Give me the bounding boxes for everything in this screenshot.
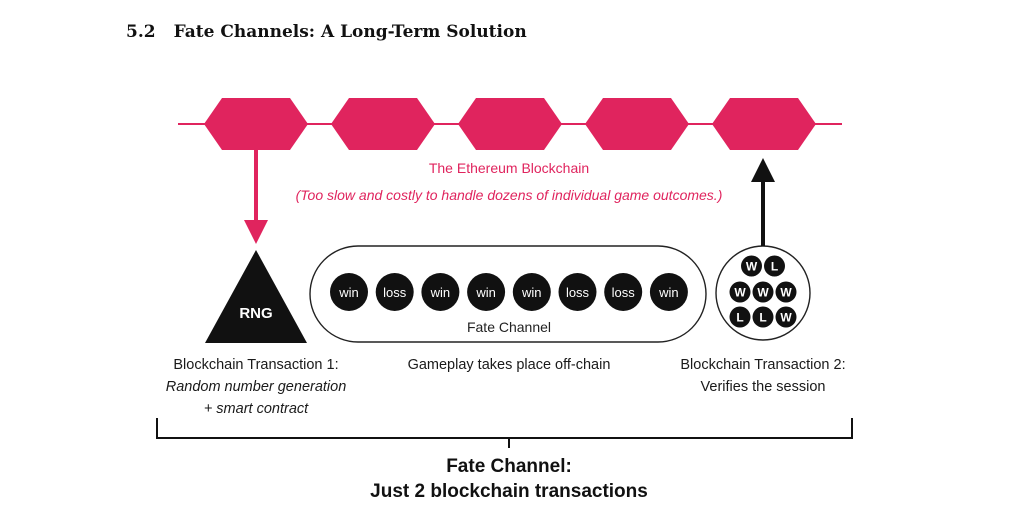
- blockchain-block: [204, 98, 308, 150]
- blockchain-block: [585, 98, 689, 150]
- tx2-title: Blockchain Transaction 2:: [680, 357, 846, 373]
- outcome-label: win: [521, 285, 542, 300]
- offchain-caption: Gameplay takes place off-chain: [407, 357, 611, 373]
- outcome-label: win: [475, 285, 496, 300]
- tx2-caption: Blockchain Transaction 2: Verifies the s…: [643, 354, 883, 398]
- session-dot-label: W: [780, 286, 792, 300]
- blockchain-block: [458, 98, 562, 150]
- outcome-label: loss: [566, 285, 590, 300]
- blockchain-label: The Ethereum Blockchain: [428, 160, 590, 176]
- summary-bracket: [156, 418, 853, 448]
- tx1-caption: Blockchain Transaction 1: Random number …: [136, 354, 376, 420]
- outcome-circle: [421, 273, 460, 311]
- session-dot: [764, 255, 785, 277]
- section-number: 5.2: [126, 22, 156, 42]
- session-dot: [752, 281, 774, 303]
- session-dot: [752, 306, 774, 328]
- session-dot-label: L: [759, 311, 766, 325]
- outcome-circle: [467, 273, 506, 311]
- outcome-circle: [330, 273, 368, 311]
- blockchain-block: [712, 98, 816, 150]
- section-title: Fate Channels: A Long-Term Solution: [173, 22, 527, 42]
- session-dot-label: W: [780, 311, 792, 325]
- summary-line2: Just 2 blockchain transactions: [370, 481, 648, 502]
- session-dot: [775, 281, 797, 303]
- fate-channel-pill: [309, 245, 707, 343]
- blockchain-block: [331, 98, 435, 150]
- session-dot: [729, 306, 751, 328]
- outcome-label: win: [338, 285, 359, 300]
- tx1-line2: + smart contract: [203, 401, 309, 417]
- session-dot: [741, 255, 762, 277]
- outcome-circle: [512, 273, 551, 311]
- session-dot-label: L: [771, 260, 778, 274]
- summary-line1: Fate Channel:: [446, 456, 572, 477]
- outcome-label: win: [430, 285, 451, 300]
- session-dot-label: W: [746, 260, 758, 274]
- outcome-circle: [375, 273, 414, 311]
- outcome-label: loss: [383, 285, 407, 300]
- blockchain-note: (Too slow and costly to handle dozens of…: [295, 187, 723, 203]
- session-dot: [729, 281, 751, 303]
- outcome-circle: [604, 273, 643, 311]
- outcome-label: loss: [612, 285, 636, 300]
- outcome-label: win: [658, 285, 679, 300]
- outcome-circle: [558, 273, 597, 311]
- fate-channel-label: Fate Channel: [467, 319, 551, 335]
- tx1-title: Blockchain Transaction 1:: [173, 357, 339, 373]
- summary: Fate Channel: Just 2 blockchain transact…: [309, 454, 709, 504]
- tx2-line1: Verifies the session: [700, 379, 826, 395]
- fate-channel-outcomes: win loss win win win loss loss win: [330, 273, 688, 311]
- rng-triangle: [205, 250, 307, 343]
- blockchain-blocks: [204, 98, 816, 150]
- session-dot-label: L: [736, 311, 743, 325]
- section-heading: 5.2 Fate Channels: A Long-Term Solution: [126, 22, 527, 42]
- outcome-circle: [649, 273, 688, 311]
- session-dot-label: W: [757, 286, 769, 300]
- tx1-line1: Random number generation: [165, 379, 347, 395]
- rng-label: RNG: [239, 305, 272, 322]
- session-dot: [775, 306, 797, 328]
- session-dot-label: W: [734, 286, 746, 300]
